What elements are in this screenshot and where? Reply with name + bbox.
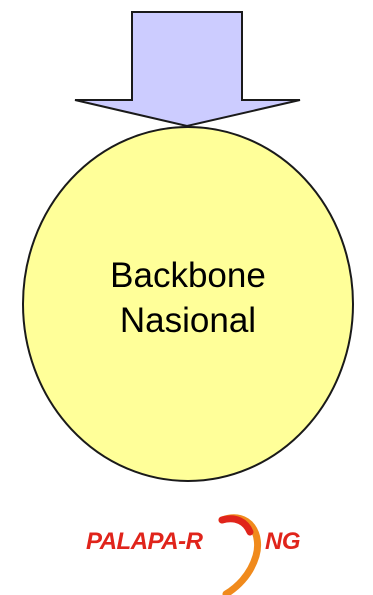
logo-text-left: PALAPA-R bbox=[86, 528, 203, 555]
palapa-ring-logo: PALAPA-R NG bbox=[86, 508, 346, 595]
ring-swoosh-icon bbox=[218, 514, 261, 595]
node-label-line1: Backbone bbox=[110, 256, 266, 295]
down-arrow bbox=[74, 11, 301, 128]
backbone-node-label: Backbone Nasional bbox=[23, 253, 353, 343]
node-label-line2: Nasional bbox=[119, 301, 257, 340]
logo-text-right: NG bbox=[265, 528, 301, 555]
backbone-node bbox=[22, 126, 354, 482]
